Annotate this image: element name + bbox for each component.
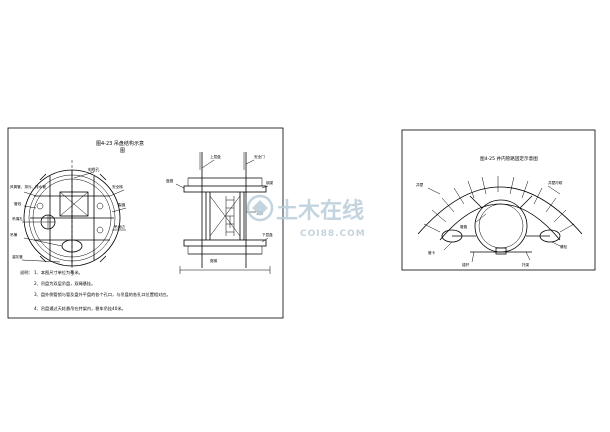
shaft-wall-outer xyxy=(417,186,583,235)
right-figure-frame xyxy=(401,129,596,271)
label-pipe-support: 管卡 xyxy=(428,250,436,255)
pipe-outer xyxy=(474,199,528,253)
watermark-brand-cn: 土木在线 xyxy=(276,198,364,224)
watermark-logo-icon xyxy=(246,194,274,222)
note-4: 4、吊盘通过天轮悬吊在井架内，稳车吊挂40米。 xyxy=(34,305,126,312)
label-crack: 裂缝 xyxy=(118,202,126,207)
label-lower-deck: 下层盘 xyxy=(262,232,273,237)
label-platform-ring: 盘圈 xyxy=(166,178,174,183)
note-2: 2、吊盘为双层吊盘，双绳悬挂。 xyxy=(34,280,95,287)
notes: 说明： 1、本图尺寸单位为毫米。 2、吊盘为双层吊盘，双绳悬挂。 3、盘外侧管锁… xyxy=(20,269,171,312)
label-steel-beam: 钢梁 xyxy=(266,180,274,185)
notes-title: 说明： xyxy=(20,269,33,276)
note-3: 3、盘外侧管锁与管及盘外平盘的各个孔口，与吊盘的各孔口位置相对应。 xyxy=(34,291,171,298)
label-ladder: 爬梯 xyxy=(210,258,218,263)
label-safety-ladder: 安全梯 xyxy=(112,184,123,189)
label-cable-hole: 电缆孔 xyxy=(88,167,100,172)
label-upper-deck: 上层盘 xyxy=(210,154,221,159)
right-figure: 图4-25 井内管路固定示意图 xyxy=(401,129,596,271)
label-shaft-lining: 井壁衬砌 xyxy=(548,180,563,185)
label-hanging-rope-hole: 吊绳孔 xyxy=(12,216,23,221)
left-figure-title: 图4-23 吊盘结构示意 xyxy=(96,140,144,147)
left-figure-title-line2: 图 xyxy=(120,148,125,154)
hatch-opening xyxy=(59,191,89,217)
upper-deck xyxy=(183,185,267,193)
label-bolt: 螺栓 xyxy=(560,244,568,249)
plan-view: 电缆孔 风筒管、排污、排水管 管线 吊绳孔 吊桶 溜灰管 安全梯 裂缝 吊盘边 xyxy=(10,160,127,276)
right-figure-title: 图4-25 井内管路固定示意图 xyxy=(480,155,538,162)
label-exhaust-duct: 风筒管、排污、排水管 xyxy=(10,184,46,189)
label-chute: 溜灰管 xyxy=(12,254,23,259)
note-1: 1、本图尺寸单位为毫米。 xyxy=(34,269,83,276)
watermark-brand-en: COI88.COM xyxy=(300,229,366,239)
shaft-wall-inner xyxy=(439,203,561,241)
watermark: 土木在线 COI88.COM xyxy=(246,194,366,239)
label-pipe: 管路 xyxy=(460,224,468,229)
label-shaft-wall: 井壁 xyxy=(416,182,424,187)
label-bucket: 吊桶 xyxy=(10,232,18,237)
label-bracket: 托架 xyxy=(522,262,530,267)
lower-deck xyxy=(183,239,267,247)
pipe-inner xyxy=(478,203,524,249)
label-safety-door: 安全门 xyxy=(254,154,265,159)
label-anchor-bolt: 锚杆 xyxy=(462,262,470,267)
left-figure-frame xyxy=(7,127,284,319)
left-figure: 图4-23 吊盘结构示意 图 xyxy=(7,127,284,319)
label-pipe-line: 管线 xyxy=(14,201,22,206)
label-platform-edge: 吊盘边 xyxy=(114,224,125,229)
